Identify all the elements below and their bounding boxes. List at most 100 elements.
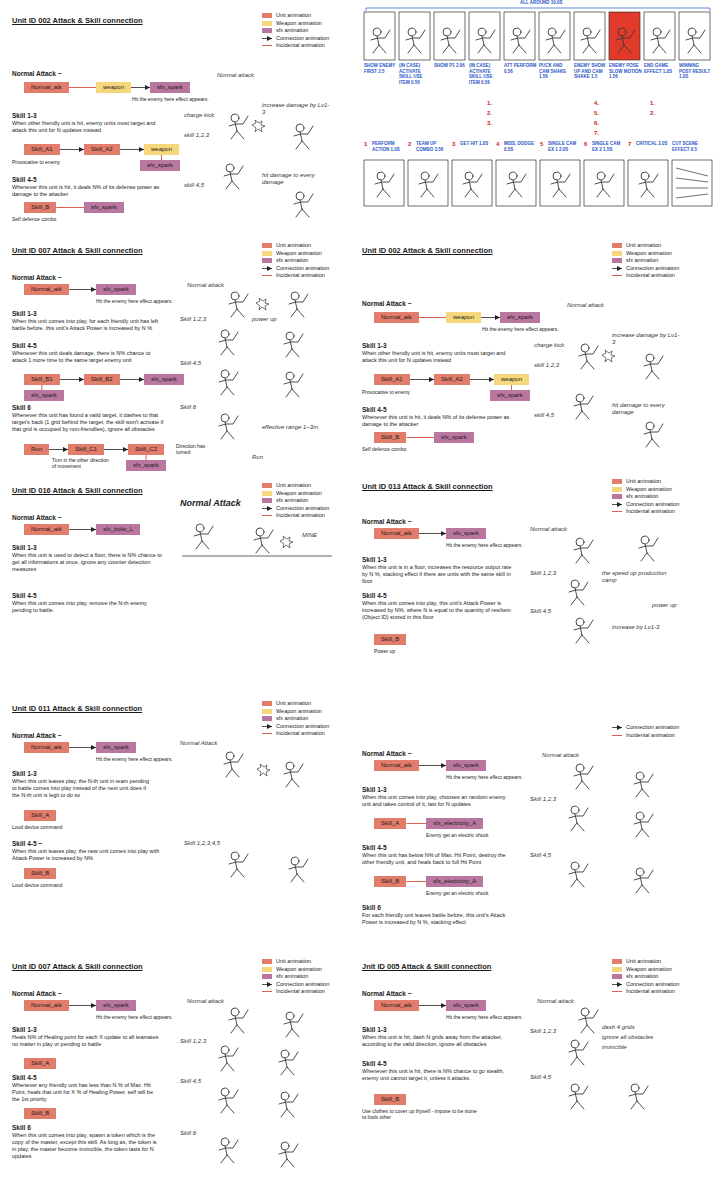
legend-text: Unit animation — [276, 242, 311, 249]
animation-box: Skill_B — [24, 202, 56, 213]
incidental-line — [419, 317, 446, 318]
handwritten-note: Normal attack — [567, 302, 627, 309]
animation-box: Normal_atk — [374, 312, 419, 323]
legend-swatch — [262, 716, 272, 721]
animation-box: sfx_spark — [446, 528, 486, 539]
sketch-figure — [229, 1008, 248, 1033]
box-label: Skill_B2 — [91, 376, 113, 382]
legend-text: Connection animation — [626, 501, 679, 508]
handwritten-note: Skill 4,5 — [180, 360, 216, 367]
storyboard-note: SINGLE CAM EX 1 2.0S — [548, 141, 582, 152]
animation-box: Skill_A2 — [434, 374, 470, 385]
legend-item: Connection animation — [262, 265, 329, 272]
sketch-figure — [546, 28, 565, 53]
sketch-figure — [294, 124, 313, 149]
caption-note: Self defence combo — [362, 446, 462, 452]
sketch-figure — [629, 1084, 648, 1109]
legend-item: Connection animation — [262, 981, 329, 988]
incidental-line — [406, 881, 426, 882]
handwritten-note: Skill 4,5 — [180, 1078, 216, 1085]
sketch-figure — [574, 394, 593, 419]
legend-item: Incidental animation — [262, 512, 325, 519]
sketch-figure — [229, 292, 248, 317]
box-label: Skill_A — [31, 1060, 49, 1066]
box-label: sfx_spark — [453, 530, 479, 536]
box-label: Skill_B — [31, 204, 49, 210]
animation-box: sfx_spark — [500, 312, 540, 323]
box-label: Skill_A1 — [31, 146, 53, 152]
handwritten-note: charge kick — [184, 112, 224, 119]
legend-line-sample — [612, 509, 622, 514]
legend-line — [612, 511, 622, 512]
skill-description: When this unit comes into play, for each… — [12, 318, 162, 332]
animation-box: weapon — [446, 312, 481, 323]
connection-arrow — [60, 149, 84, 150]
sketch-figure — [634, 812, 653, 837]
skill-description: For each friendly unit leaves battle bef… — [362, 912, 512, 926]
animation-box: Skill_A — [24, 810, 56, 821]
legend-text: Incidental animation — [626, 988, 675, 995]
sketch-figure — [644, 354, 663, 379]
handwritten-note: Normal attack — [187, 998, 237, 1005]
storyboard-note: SINGLE CAM EX 2 1.5S — [592, 141, 626, 152]
legend-text: sfx animation — [626, 257, 658, 264]
handwritten-note: Normal attack — [217, 72, 277, 79]
handwritten-note: hit damage to every damage — [612, 402, 682, 416]
skill-description: When this unit has below N% of Max. Hit … — [362, 852, 512, 866]
legend-text: sfx animation — [276, 973, 308, 980]
handwritten-note: Normal attack — [537, 998, 587, 1005]
skill-description: When other friendly unit is hit, enemy u… — [362, 350, 512, 364]
handwritten-note: skill 4,5 — [534, 412, 570, 419]
section-heading: Skill 4-5 — [362, 1060, 387, 1068]
caption-note: Turn in the other direction of movement — [52, 457, 114, 469]
legend-item: Weapon animation — [262, 708, 322, 715]
legend-item: Weapon animation — [262, 250, 322, 257]
callout-number: 6 — [584, 141, 592, 148]
animation-box: Skill_B — [24, 868, 56, 879]
handwritten-note: Skill 1,2,3 — [530, 796, 566, 803]
callout-number: 6. — [594, 120, 606, 127]
caption-note: Hit the enemy here effect appears. — [446, 774, 556, 780]
storyboard-note: ALL AROUND 10.0S — [520, 0, 610, 6]
sketch-figure — [579, 1008, 598, 1033]
animation-box: Skill_B — [374, 634, 406, 645]
handwritten-note: MINE — [302, 532, 332, 539]
sketch-figure — [194, 524, 213, 549]
animation-box: Skill_A2 — [84, 144, 120, 155]
box-label: Normal_atk — [31, 744, 62, 750]
callout-number: 4 — [496, 141, 504, 148]
legend-text: sfx animation — [626, 973, 658, 980]
legend-swatch — [262, 498, 272, 503]
legend-line — [612, 727, 622, 728]
section-heading: Skill 1-3 — [12, 544, 37, 552]
storyboard-note: CUT SCENE EFFECT 0.5 — [672, 141, 712, 152]
box-label: sfx_bolw_L — [103, 526, 133, 532]
connection-arrow — [419, 1005, 446, 1006]
box-label: sfx_spark — [103, 744, 129, 750]
box-label: sfx_spark — [31, 392, 57, 398]
box-label: sfx_spark — [507, 314, 533, 320]
handwritten-note: Skill 1,2,3 — [530, 570, 566, 577]
handwritten-note: skill 4,5 — [184, 182, 220, 189]
sketch-figure — [284, 332, 303, 357]
box-label: Normal_atk — [381, 762, 412, 768]
skill-description: When other friendly unit is hit, enemy u… — [12, 120, 162, 134]
sketch-figure — [511, 28, 530, 53]
time-bracket — [366, 8, 710, 11]
skill-description: Whenever this unit has found a valid tar… — [12, 412, 172, 433]
handwritten-note: Skill 6 — [180, 1130, 210, 1137]
caption-note: Hit the enemy here effect appears. — [96, 756, 206, 762]
storyboard-frame — [364, 160, 404, 206]
sketch-figure — [441, 28, 460, 53]
legend-swatch — [612, 494, 622, 499]
sketch-figure — [279, 1092, 298, 1117]
callout-number: 1. — [487, 100, 499, 107]
skill-description: When this unit is used to detect a floor… — [12, 552, 162, 573]
caption-note: Hit the enemy here effect appears. — [96, 298, 206, 304]
box-label: weapon — [103, 84, 124, 90]
storyboard-note: PERFORM ACTION 1.0S — [372, 141, 406, 152]
legend-text: Unit animation — [626, 478, 661, 485]
sketch-figure — [579, 344, 598, 369]
box-label: Normal_atk — [31, 526, 62, 532]
sketch-figure — [289, 857, 308, 882]
